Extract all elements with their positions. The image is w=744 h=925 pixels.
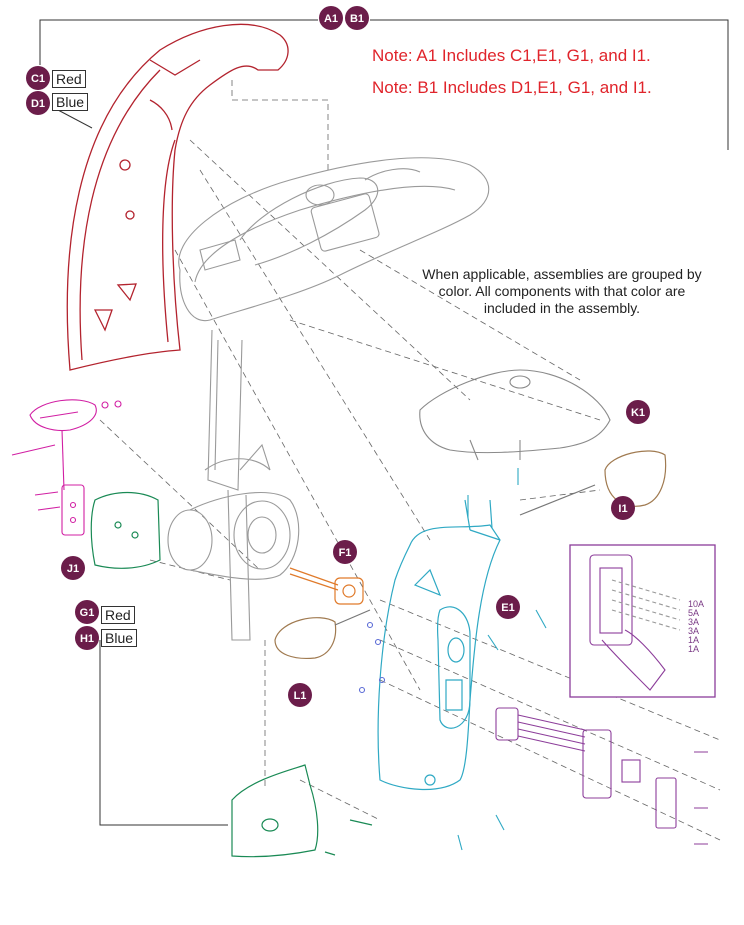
svg-text:B1: B1 <box>350 13 364 25</box>
svg-text:I1: I1 <box>618 503 627 515</box>
rear-shroud-red <box>66 23 289 371</box>
callout-b1: B1 <box>345 6 369 30</box>
callout-e1: E1 <box>496 595 520 619</box>
callout-k1: K1 <box>626 400 650 424</box>
fuse-label: 10A <box>688 599 704 609</box>
front-console <box>419 369 611 461</box>
assembly-info-text: When applicable, assemblies are grouped … <box>422 266 702 316</box>
fuse-label: 5A <box>688 608 699 618</box>
console-panel-cyan <box>377 499 501 790</box>
fuse-label: 1A <box>688 644 699 654</box>
legend-g1-color: Red <box>101 606 135 624</box>
fuse-label: 1A <box>688 635 699 645</box>
legend-connectors <box>57 109 228 826</box>
fuse-label: 3A <box>688 617 699 627</box>
note-b1: Note: B1 Includes D1,E1, G1, and I1. <box>372 78 652 97</box>
svg-text:F1: F1 <box>339 547 352 559</box>
legend-h1-color: Blue <box>101 629 138 647</box>
svg-text:H1: H1 <box>80 633 94 645</box>
svg-text:D1: D1 <box>31 98 45 110</box>
legend-c1-color: Red <box>52 70 86 88</box>
svg-text:E1: E1 <box>501 602 514 614</box>
callout-d1: D1 <box>26 91 50 115</box>
svg-text:K1: K1 <box>631 407 645 419</box>
callout-h1: H1 <box>75 626 99 650</box>
callout-l1: L1 <box>288 683 312 707</box>
svg-text:L1: L1 <box>294 690 307 702</box>
callout-a1: A1 <box>319 6 343 30</box>
callout-c1: C1 <box>26 66 50 90</box>
legend-d1-color: Blue <box>52 93 89 111</box>
tiller-handlebar <box>167 157 490 641</box>
callout-g1: G1 <box>75 600 99 624</box>
harness-purple <box>495 707 708 845</box>
hardware-screws <box>358 468 547 851</box>
svg-text:J1: J1 <box>67 563 79 575</box>
shroud-green <box>90 491 373 858</box>
svg-text:A1: A1 <box>324 13 338 25</box>
svg-text:C1: C1 <box>31 73 45 85</box>
top-bracket-lines <box>39 19 729 150</box>
bracket-magenta <box>11 399 122 536</box>
fuse-panel-inset: 10A 5A 3A 3A 1A 1A <box>569 544 716 698</box>
note-a1: Note: A1 Includes C1,E1, G1, and I1. <box>372 46 651 65</box>
key-switch-orange <box>289 567 364 605</box>
callout-i1: I1 <box>611 496 635 520</box>
callout-bubbles: A1 B1 C1 D1 E1 F1 G1 H1 <box>26 6 650 707</box>
fuse-label: 3A <box>688 626 699 636</box>
callout-f1: F1 <box>333 540 357 564</box>
callout-j1: J1 <box>61 556 85 580</box>
explode-guide-lines <box>99 80 721 841</box>
svg-text:G1: G1 <box>80 607 95 619</box>
